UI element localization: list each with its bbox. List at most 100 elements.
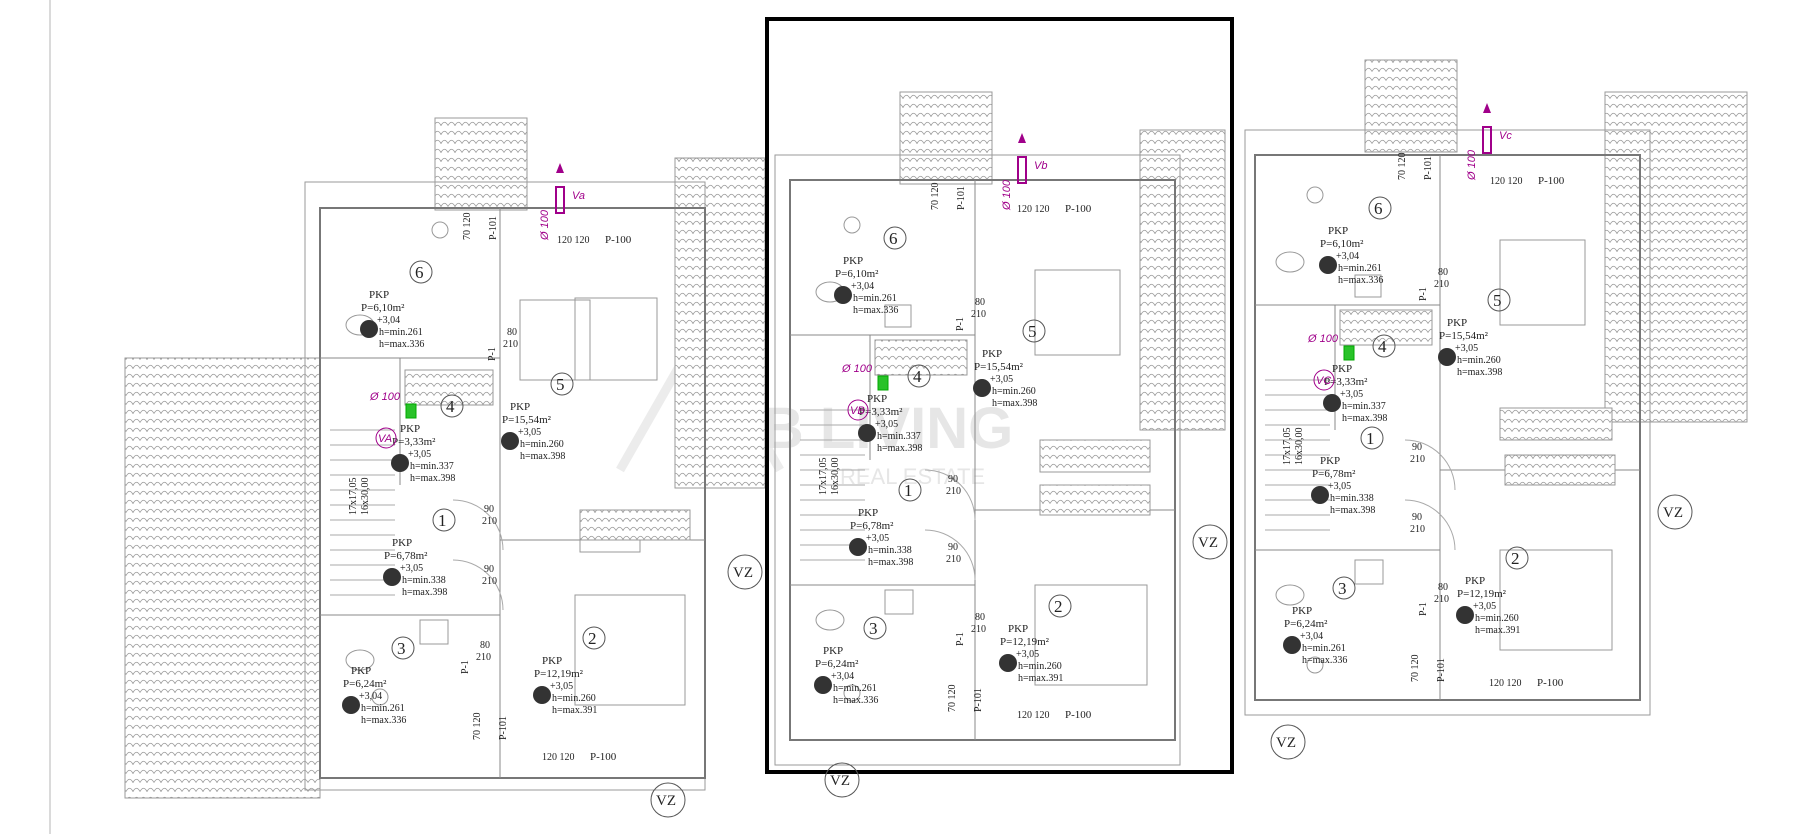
- room-number-circle: [440, 394, 464, 418]
- room-level: +3,04: [1300, 631, 1323, 642]
- door-dimension: 90: [1412, 512, 1422, 523]
- room-type: PKP: [823, 645, 843, 657]
- room-height-max: h=max.336: [361, 715, 406, 726]
- room-number-circle: [391, 636, 415, 660]
- door-dimension: 90: [484, 504, 494, 515]
- room-area: P=3,33m²: [392, 436, 436, 448]
- window-dimension: 70 120: [462, 213, 473, 241]
- sink-icon: [884, 304, 912, 328]
- room-level: +3,05: [550, 681, 573, 692]
- sink-icon: [419, 619, 449, 645]
- room-number-circle: [883, 226, 907, 250]
- room-height-min: h=min.261: [833, 683, 877, 694]
- level-marker-icon: [1438, 348, 1456, 366]
- level-marker-icon: [814, 676, 832, 694]
- stair-dimension: 17x17,05: [818, 458, 829, 496]
- outline-outer: [774, 154, 1181, 766]
- door-dimension: 210: [1434, 594, 1449, 605]
- light-icon: [371, 688, 389, 706]
- window-tag: P-101: [1436, 658, 1447, 682]
- door-tag: P-1: [955, 632, 966, 646]
- room-height-max: h=max.336: [853, 305, 898, 316]
- roof-tiles-top: [434, 117, 528, 211]
- door-dimension: 210: [946, 486, 961, 497]
- unit-b: [765, 17, 1234, 774]
- wardrobe: [1499, 407, 1613, 441]
- room-area: P=12,19m²: [1457, 588, 1507, 600]
- level-marker-icon: [342, 696, 360, 714]
- window-dimension: 120 120: [1017, 204, 1050, 215]
- room-level: +3,04: [851, 281, 874, 292]
- exterior-wall: [1254, 154, 1641, 701]
- room-number-circle: [409, 260, 433, 284]
- room-area: P=6,10m²: [361, 302, 405, 314]
- unit-a: [124, 117, 766, 799]
- room-number: 6: [1374, 199, 1383, 218]
- window-tag: P-101: [498, 716, 509, 740]
- room-area: P=6,10m²: [1320, 238, 1364, 250]
- room-type: PKP: [542, 655, 562, 667]
- room-number-circle: [1048, 594, 1072, 618]
- wardrobe: [579, 509, 691, 541]
- room-level: +3,05: [408, 449, 431, 460]
- roof-tiles-right: [1604, 91, 1748, 423]
- room-number-circle: [1332, 576, 1356, 600]
- room-number-circle: [1487, 288, 1511, 312]
- room-area: P=3,33m²: [859, 406, 903, 418]
- window-tag: P-100: [1065, 203, 1092, 215]
- room-type: PKP: [510, 401, 530, 413]
- room-area: P=6,24m²: [815, 658, 859, 670]
- roof-tiles-left: [124, 357, 321, 799]
- room-height-max: h=max.398: [1457, 367, 1502, 378]
- room-height-max: h=max.398: [410, 473, 455, 484]
- room-height-min: h=min.260: [1018, 661, 1062, 672]
- room-area: P=6,78m²: [1312, 468, 1356, 480]
- room-number: 6: [415, 263, 424, 282]
- room-height-min: h=min.260: [1457, 355, 1501, 366]
- door-dimension: 210: [946, 554, 961, 565]
- window-dimension: 70 120: [930, 183, 941, 211]
- room-number: 3: [869, 619, 878, 638]
- vz-label: VZ: [830, 773, 850, 789]
- door-dimension: 80: [975, 612, 985, 623]
- vent-label: Va: [572, 190, 585, 202]
- door-tag: P-1: [487, 347, 498, 361]
- vent-pipe-icon: [1017, 156, 1027, 184]
- vz-marker-icon: [650, 782, 686, 818]
- room-number-circle: [863, 616, 887, 640]
- vent-pipe-size: Ø 100: [539, 209, 551, 241]
- door-tag: P-1: [1418, 602, 1429, 616]
- room-number-circle: [907, 364, 931, 388]
- vz-marker-icon: [824, 762, 860, 798]
- stair-dimension: 16x30,00: [1294, 428, 1305, 466]
- light-icon: [843, 684, 861, 702]
- level-marker-icon: [533, 686, 551, 704]
- level-marker-icon: [1311, 486, 1329, 504]
- room-number: 5: [1028, 322, 1037, 341]
- level-marker-icon: [383, 568, 401, 586]
- vent-arrow-icon: [1483, 103, 1491, 113]
- toilet-icon: [1275, 584, 1305, 606]
- vz-marker-icon: [1192, 524, 1228, 560]
- window-tag: P-100: [1065, 709, 1092, 721]
- room-level: +3,05: [518, 427, 541, 438]
- door-dimension: 210: [971, 624, 986, 635]
- room-number-circle: [582, 626, 606, 650]
- vent-room-circle: [375, 427, 397, 449]
- vz-label: VZ: [733, 565, 753, 581]
- wardrobe: [1039, 439, 1151, 473]
- level-marker-icon: [391, 454, 409, 472]
- level-marker-icon: [360, 320, 378, 338]
- light-icon: [1306, 656, 1324, 674]
- room-height-min: h=min.261: [1302, 643, 1346, 654]
- door-dimension: 210: [476, 652, 491, 663]
- toilet-icon: [1275, 251, 1305, 273]
- vent-room-label: VA: [378, 433, 392, 445]
- light-icon: [431, 221, 449, 239]
- room-height-max: h=max.398: [877, 443, 922, 454]
- light-icon: [843, 216, 861, 234]
- door-dimension: 210: [503, 339, 518, 350]
- room-height-min: h=min.337: [877, 431, 921, 442]
- toilet-icon: [345, 649, 375, 671]
- window-tag: P-100: [1537, 677, 1564, 689]
